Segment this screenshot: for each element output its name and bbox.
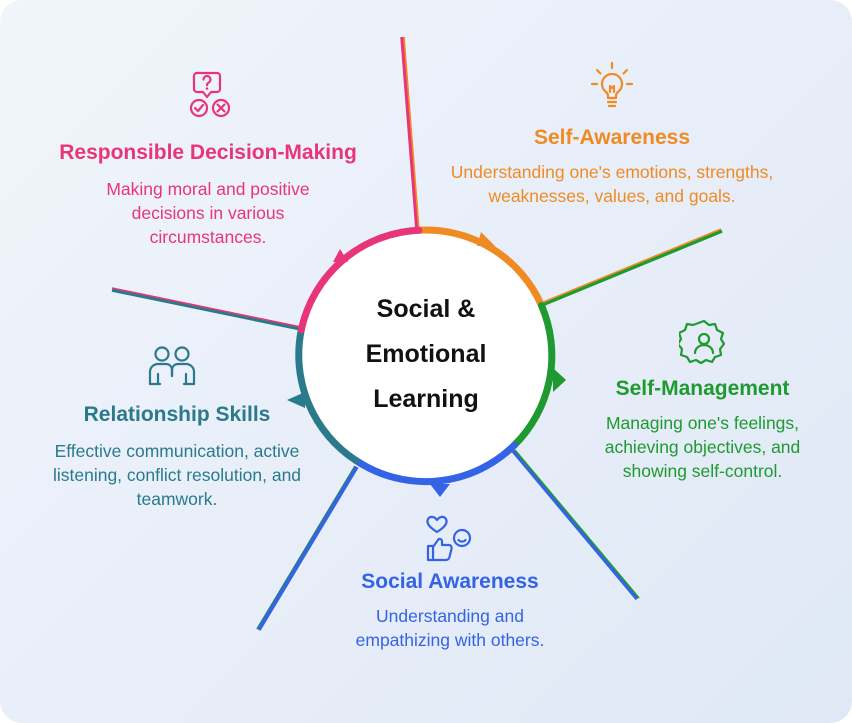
- line-social-awareness: [511, 449, 640, 601]
- center-line-2: Emotional: [365, 340, 487, 368]
- arrow-responsible: [333, 249, 348, 262]
- heart-thumbsup-smile-icon: [426, 515, 472, 562]
- self-awareness-description: Understanding one's emotions, strengths,…: [450, 162, 774, 206]
- arrow-self-management: [553, 368, 566, 392]
- question-check-x-icon: [189, 71, 231, 118]
- line-self-awareness: [400, 36, 420, 231]
- ring-arc-self-management: [510, 302, 556, 449]
- section-self-management: Self-Management Managing one's feelings,…: [570, 377, 835, 483]
- relationship-description: Effective communication, active listenin…: [52, 441, 302, 509]
- two-people-icon: [148, 346, 196, 386]
- self-management-title: Self-Management: [615, 377, 790, 400]
- responsible-description: Making moral and positive decisions in v…: [106, 179, 310, 247]
- line-self-management: [540, 228, 723, 307]
- center-circle: [298, 228, 554, 484]
- ring-arc-relationship: [295, 326, 360, 465]
- social-awareness-description: Understanding and empathizing with other…: [355, 606, 545, 650]
- ring-arc-self-awareness: [415, 226, 545, 309]
- center-line-3: Learning: [373, 385, 479, 413]
- center-line-1: Social &: [376, 295, 476, 323]
- person-badge-icon: [679, 319, 726, 365]
- section-social-awareness: Social Awareness Understanding and empat…: [320, 570, 580, 652]
- relationship-title: Relationship Skills: [83, 403, 271, 426]
- arrow-relationship: [287, 392, 305, 408]
- responsible-title: Responsible Decision-Making: [59, 141, 357, 164]
- self-awareness-title: Self-Awareness: [533, 126, 691, 149]
- lightbulb-icon: [590, 61, 634, 108]
- ring-arc-social-awareness: [352, 441, 518, 486]
- line-relationship: [256, 465, 359, 631]
- section-relationship-skills: Relationship Skills Effective communicat…: [36, 403, 318, 511]
- social-awareness-title: Social Awareness: [361, 570, 539, 593]
- arrow-social-awareness: [430, 484, 450, 497]
- arrow-self-awareness: [477, 232, 495, 246]
- section-responsible-decision-making: Responsible Decision-Making Making moral…: [30, 141, 386, 249]
- section-self-awareness: Self-Awareness Understanding one's emoti…: [437, 126, 787, 208]
- center-label: Social & Emotional Learning: [330, 287, 522, 422]
- self-management-description: Managing one's feelings, achieving objec…: [604, 413, 801, 481]
- line-responsible: [111, 287, 302, 331]
